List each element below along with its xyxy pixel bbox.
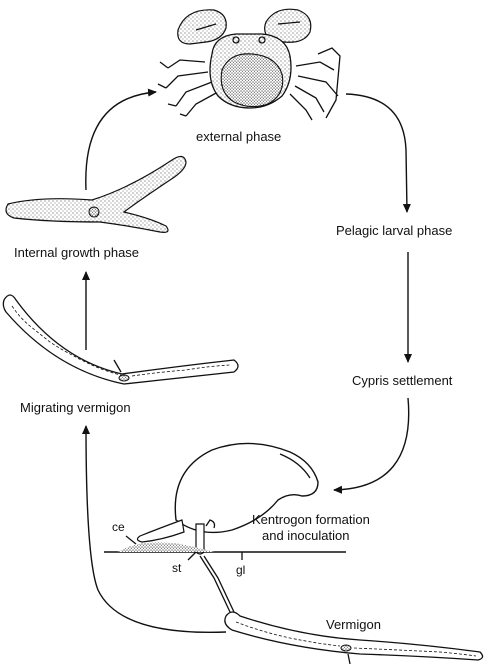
label-vermigon: Vermigon xyxy=(326,617,381,632)
migrating-vermigon-illustration xyxy=(2,294,239,385)
label-migrating-vermigon: Migrating vermigon xyxy=(20,400,131,415)
label-kentrogon-line1: Kentrogon formation xyxy=(252,512,370,527)
arrow-to-pelagic-phase xyxy=(345,93,411,213)
label-ce: ce xyxy=(112,520,125,534)
label-st: st xyxy=(172,561,182,575)
label-kentrogon-line2: and inoculation xyxy=(262,528,349,543)
cypris-kentrogon-illustration xyxy=(104,442,346,613)
arrow-to-external-phase xyxy=(85,88,157,191)
label-gl: gl xyxy=(236,563,245,577)
vermigon-illustration xyxy=(224,611,484,665)
label-external-phase: external phase xyxy=(196,129,281,144)
label-pelagic-larval-phase: Pelagic larval phase xyxy=(336,223,452,238)
arrow-to-kentrogon xyxy=(333,397,410,494)
label-cypris-settlement: Cypris settlement xyxy=(352,373,453,388)
arrow-to-migrating-vermigon xyxy=(82,425,227,634)
crab-illustration xyxy=(157,8,341,121)
label-internal-growth-phase: Internal growth phase xyxy=(14,245,139,260)
internal-growth-illustration xyxy=(5,155,187,233)
